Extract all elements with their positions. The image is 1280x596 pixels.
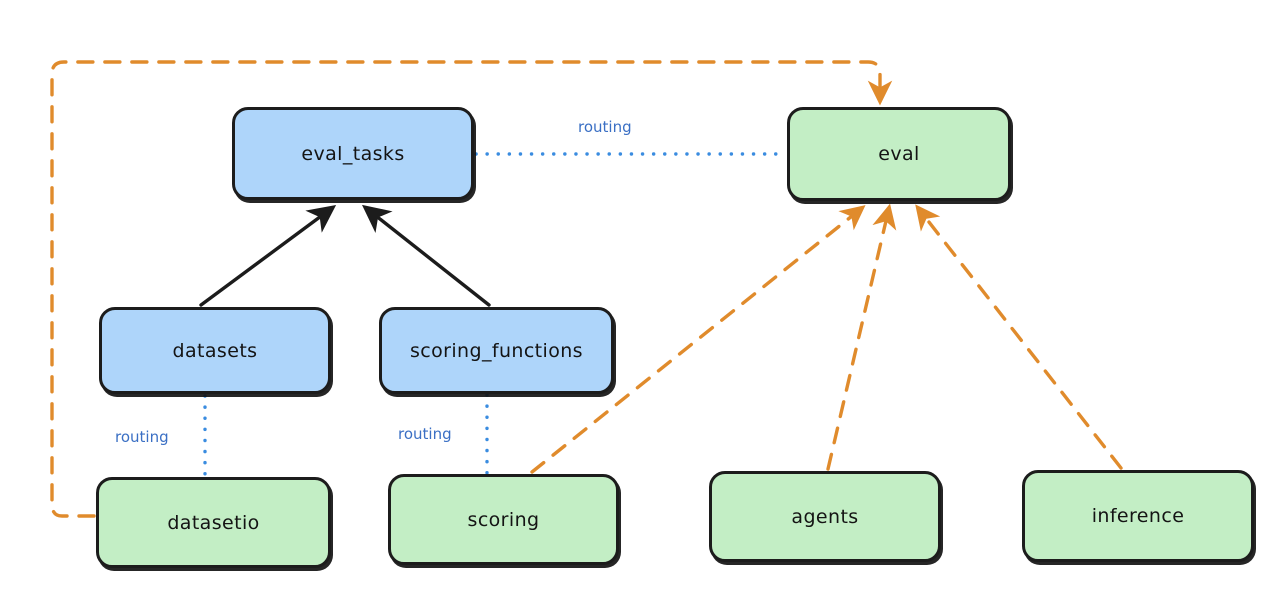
- edge-scoring_functions-to-eval_tasks: [361, 204, 491, 307]
- edge-label-routing-eval_tasks-eval: routing: [578, 118, 632, 136]
- node-label-datasets: datasets: [172, 339, 258, 362]
- node-scoring[interactable]: scoring: [388, 474, 619, 565]
- node-eval[interactable]: eval: [787, 107, 1011, 201]
- edge-datasetio-to-eval: [50, 60, 893, 518]
- node-label-scoring-functions: scoring_functions: [410, 339, 583, 362]
- node-agents[interactable]: agents: [709, 471, 941, 562]
- edge-label-routing-scoring_functions-scoring: routing: [398, 425, 452, 443]
- edge-datasets-to-eval_tasks: [199, 204, 337, 307]
- node-label-eval-tasks: eval_tasks: [301, 142, 405, 165]
- node-datasetio[interactable]: datasetio: [96, 477, 331, 568]
- node-label-datasetio: datasetio: [167, 511, 260, 534]
- node-label-eval: eval: [878, 143, 920, 165]
- node-label-inference: inference: [1091, 505, 1185, 527]
- edge-agents-to-eval: [826, 203, 897, 471]
- node-eval-tasks[interactable]: eval_tasks: [232, 107, 474, 200]
- node-label-scoring: scoring: [467, 508, 540, 531]
- edge-scoring-to-eval: [530, 205, 866, 474]
- node-datasets[interactable]: datasets: [99, 307, 331, 394]
- edge-label-routing-datasets-datasetio: routing: [115, 428, 169, 446]
- node-inference[interactable]: inference: [1022, 470, 1254, 562]
- node-scoring-functions[interactable]: scoring_functions: [379, 307, 614, 394]
- edge-inference-to-eval: [915, 204, 1123, 470]
- node-label-agents: agents: [791, 505, 859, 528]
